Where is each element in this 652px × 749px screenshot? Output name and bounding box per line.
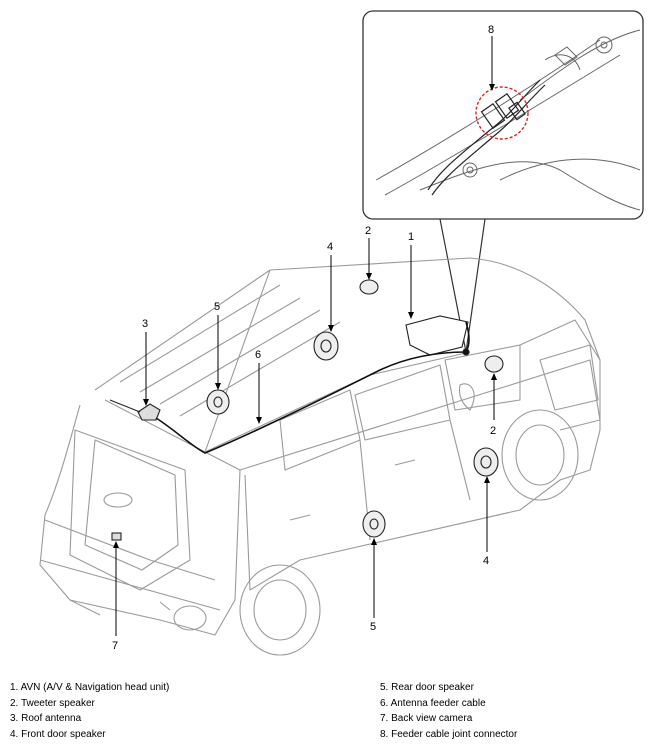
- legend-right: 5. Rear door speaker 6. Antenna feeder c…: [380, 680, 517, 742]
- vehicle-audio-diagram: 1 2 2 3 4 4 5 5 6 7 8: [39, 10, 644, 656]
- connector-highlight: [475, 86, 529, 140]
- callout-labels: 1 2 2 3 4 4 5 5 6 7 8: [112, 24, 496, 652]
- legend-left: 1. AVN (A/V & Navigation head unit) 2. T…: [10, 680, 169, 742]
- rear-door-speaker-roof: [206, 389, 230, 415]
- components: [109, 279, 504, 541]
- leader-lines: [113, 36, 497, 636]
- back-view-camera: [111, 532, 122, 541]
- legend-item: 6. Antenna feeder cable: [380, 697, 486, 709]
- legend-item: 8. Feeder cable joint connector: [380, 728, 518, 740]
- legend-item: 4. Front door speaker: [10, 728, 106, 740]
- callout-4-bottom: 4: [483, 555, 489, 567]
- callout-2-right: 2: [490, 425, 496, 437]
- vehicle-outline: [39, 257, 601, 656]
- callout-5-bottom: 5: [370, 621, 376, 633]
- tweeter-speaker-left: [359, 279, 379, 295]
- legend-item: 1. AVN (A/V & Navigation head unit): [10, 682, 170, 693]
- legend-item: 2. Tweeter speaker: [10, 697, 95, 709]
- callout-2-top: 2: [365, 225, 371, 237]
- callout-8: 8: [488, 24, 494, 36]
- callout-3: 3: [142, 318, 148, 330]
- callout-6: 6: [255, 349, 261, 361]
- callout-1: 1: [408, 231, 414, 243]
- front-door-speaker: [473, 447, 499, 477]
- callout-5-top: 5: [214, 301, 220, 313]
- tweeter-speaker-right: [484, 355, 504, 373]
- front-door-speaker-roof: [313, 331, 339, 361]
- callout-7: 7: [112, 640, 118, 652]
- legend-item: 7. Back view camera: [380, 713, 473, 725]
- callout-4-top: 4: [327, 241, 333, 253]
- detail-inset: [362, 10, 644, 353]
- legend-item: 5. Rear door speaker: [380, 682, 474, 693]
- avn-head-unit: [405, 315, 469, 356]
- rear-door-speaker: [362, 510, 386, 538]
- legend-item: 3. Roof antenna: [10, 713, 82, 725]
- feeder-cable-joint-point: [462, 348, 470, 356]
